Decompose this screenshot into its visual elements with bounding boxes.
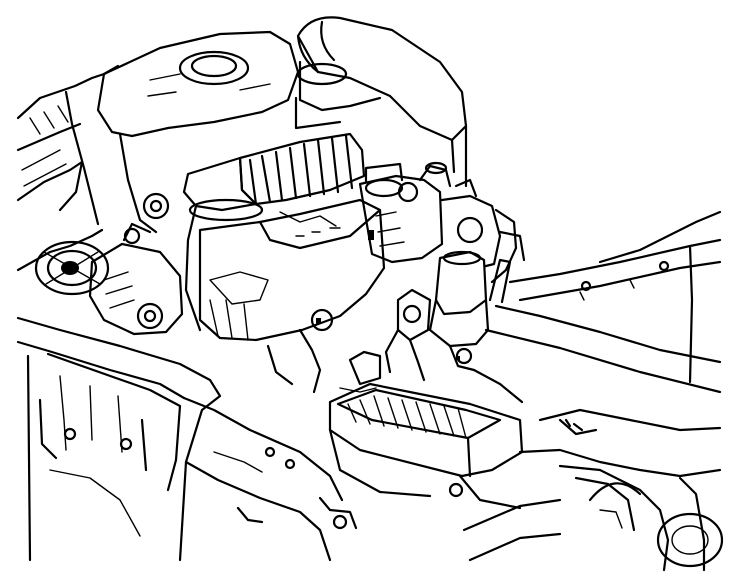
throttle-body-icon [358, 161, 452, 264]
hose-bracket-icon [236, 288, 432, 530]
intake-bellows-icon [182, 132, 366, 332]
right-fender-icon [462, 464, 724, 572]
fender-icon [16, 64, 120, 272]
air-intake-duct-icon [294, 16, 468, 188]
connector-icon [316, 230, 460, 360]
frame-rail-icon [484, 210, 722, 478]
drive-pulley-icon [34, 240, 110, 296]
strut-tower-icon [96, 30, 300, 234]
radiator-support-icon [16, 316, 344, 562]
engine-block-icon [198, 198, 386, 394]
generator-icon [88, 222, 184, 336]
egr-valve-icon [428, 250, 524, 404]
battery-tray-icon [328, 382, 524, 510]
